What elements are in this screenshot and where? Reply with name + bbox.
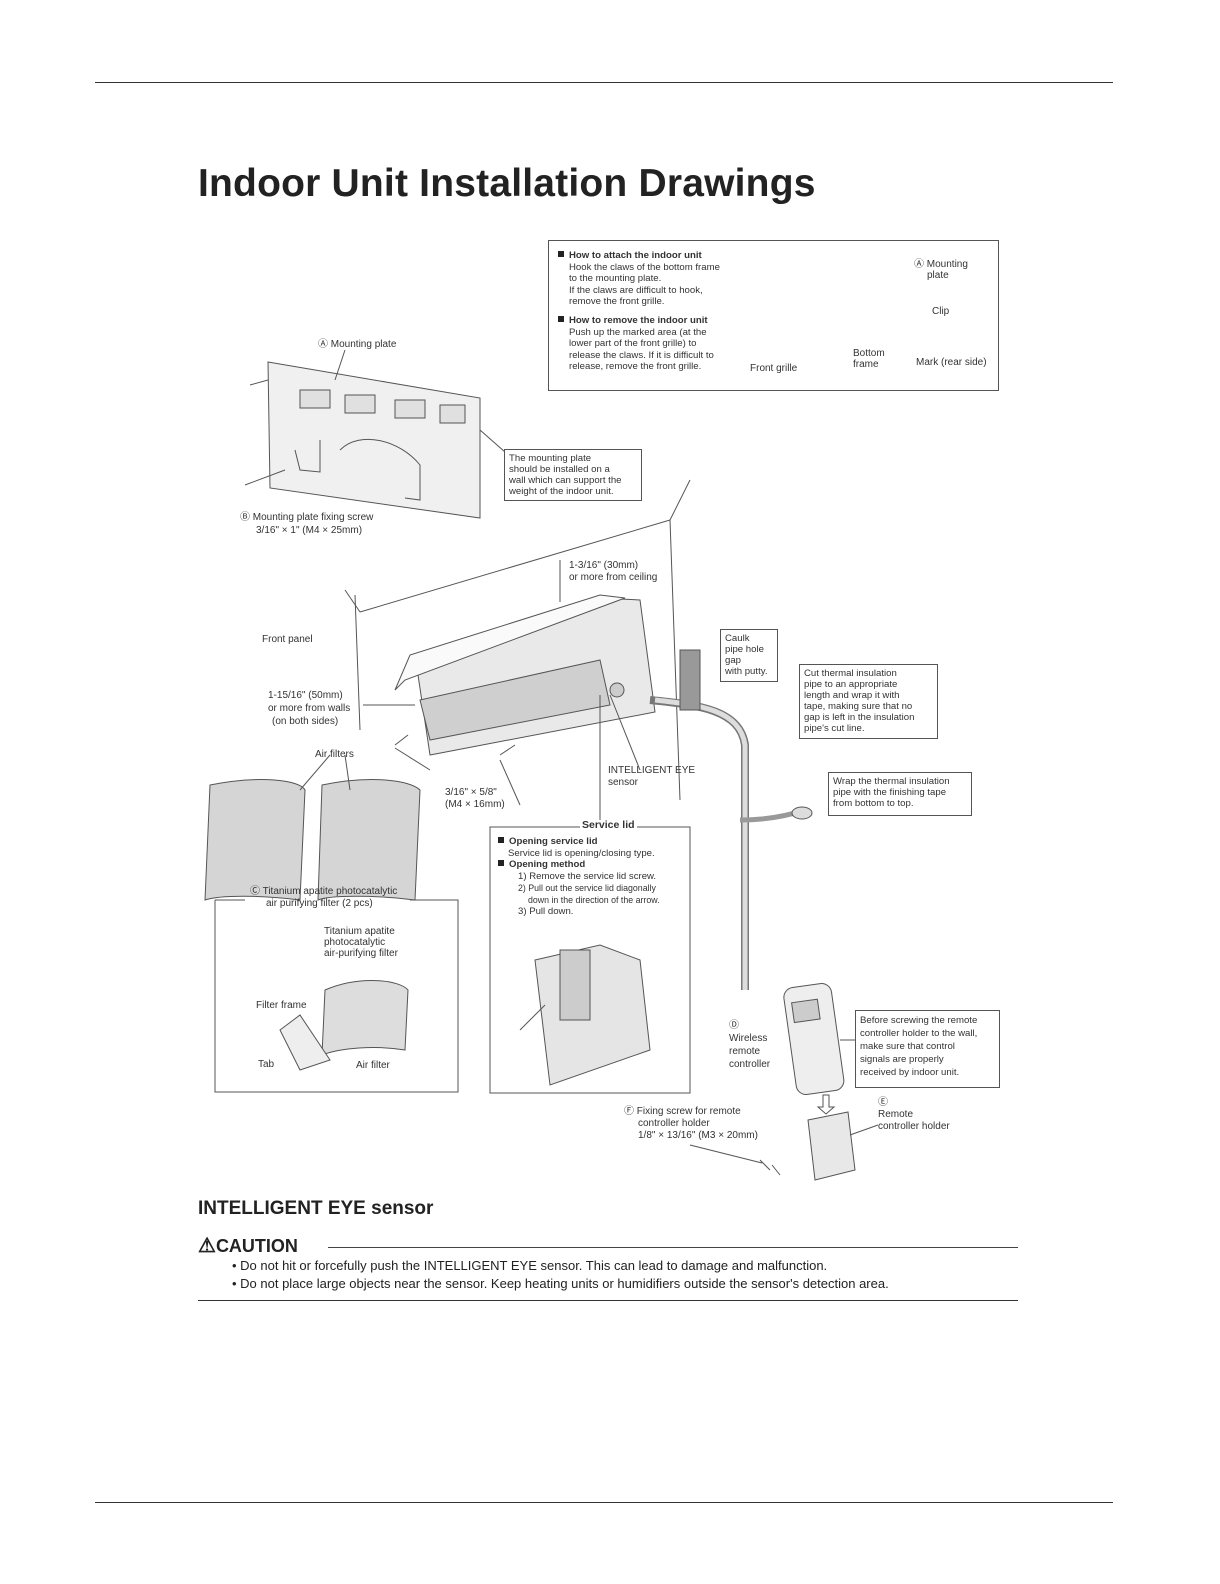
bottom-rule — [95, 1502, 1113, 1503]
attach-heading: How to attach the indoor unit — [558, 250, 758, 262]
square-bullet-icon — [498, 860, 504, 867]
remote-holder-note: Before screwing the remote controller ho… — [855, 1010, 1000, 1088]
caution-bullet-2: • Do not place large objects near the se… — [232, 1276, 889, 1291]
service-lid-heading-1: Opening service lid — [498, 836, 660, 848]
wrap-insulation-note: Wrap the thermal insulation pipe with th… — [828, 772, 972, 816]
square-bullet-icon — [558, 251, 564, 257]
remote-fix-screw-label: Ⓕ Fixing screw for remote controller hol… — [624, 1106, 758, 1141]
wall-clearance-note: or more from walls — [268, 703, 351, 714]
filter-caption-2: air purifying filter (2 pcs) — [266, 898, 373, 909]
service-lid-heading-2: Opening method — [498, 859, 660, 871]
ceiling-clearance: 1-3/16" (30mm) — [569, 560, 639, 571]
service-lid-step: 2) Pull out the service lid diagonally — [518, 882, 656, 893]
attach-line: to the mounting plate. — [569, 273, 662, 285]
service-lid-step: down in the direction of the arrow. — [528, 894, 660, 905]
remove-heading: How to remove the indoor unit — [558, 315, 758, 327]
air-filters-label: Air filters — [315, 749, 354, 760]
attach-line: remove the front grille. — [569, 296, 665, 308]
caution-rule — [328, 1247, 1018, 1248]
square-bullet-icon — [558, 315, 564, 322]
air-filter-label: Air filter — [356, 1060, 390, 1071]
service-lid-title: Service lid — [580, 819, 637, 831]
intelligent-eye-label: INTELLIGENT EYE — [608, 765, 696, 776]
fixing-screw-size: 3/16" × 1" (M4 × 25mm) — [256, 525, 363, 536]
square-bullet-icon — [498, 837, 504, 843]
fixing-screw-label: Ⓑ Mounting plate fixing screw — [240, 512, 374, 523]
caution-bottom-rule — [198, 1300, 1018, 1301]
top-rule — [95, 82, 1113, 83]
unit-screw-metric: (M4 × 16mm) — [445, 799, 505, 810]
wireless-remote-label: Ⓓ Wireless remote controller — [729, 1020, 771, 1070]
intelligent-eye-sensor-label: sensor — [608, 777, 639, 788]
service-lid-desc: Service lid is opening/closing type. — [508, 847, 655, 859]
attach-front-grille-label: Front grille — [750, 363, 798, 374]
caution-heading: ⚠CAUTION — [198, 1235, 298, 1257]
remove-line: release the claws. If it is difficult to — [569, 349, 714, 361]
mounting-plate-label: Ⓐ Mounting plate — [318, 339, 397, 350]
attach-clip-label: Clip — [932, 306, 950, 317]
front-panel-label: Front panel — [262, 634, 313, 645]
attach-frame-label: frame — [853, 359, 879, 370]
attach-line: If the claws are difficult to hook, — [569, 284, 703, 296]
attach-instructions-box: How to attach the indoor unit Hook the c… — [548, 240, 999, 391]
service-lid-step: 1) Remove the service lid screw. — [518, 871, 657, 883]
service-lid-text: Opening service lid Service lid is openi… — [498, 836, 660, 918]
caution-bullet-1: • Do not hit or forcefully push the INTE… — [232, 1258, 828, 1273]
warning-triangle-icon: ⚠ — [198, 1235, 216, 1257]
page-title: Indoor Unit Installation Drawings — [198, 162, 816, 205]
remote-holder-label: Ⓔ Remote controller holder — [878, 1097, 950, 1132]
caulk-note: Caulk pipe hole gap with putty. — [720, 629, 778, 682]
attach-bottom-label: Bottom — [853, 348, 885, 359]
remove-line: lower part of the front grille) to — [569, 338, 697, 350]
service-lid-step: 3) Pull down. — [518, 906, 574, 918]
filter-caption: Ⓒ Titanium apatite photocatalytic — [250, 886, 398, 897]
mounting-plate-note: The mounting plate should be installed o… — [504, 449, 642, 501]
tab-label: Tab — [258, 1059, 275, 1070]
wall-clearance-sides: (on both sides) — [272, 716, 339, 727]
attach-mounting-label: Ⓐ Mounting — [914, 259, 968, 270]
attach-plate-label: plate — [927, 270, 949, 281]
ceiling-clearance-note: or more from ceiling — [569, 572, 658, 583]
attach-line: Hook the claws of the bottom frame — [569, 261, 720, 273]
remove-line: release, remove the front grille. — [569, 361, 702, 373]
cut-insulation-note: Cut thermal insulation pipe to an approp… — [799, 664, 938, 739]
wall-clearance: 1-15/16" (50mm) — [268, 690, 343, 701]
sensor-section-title: INTELLIGENT EYE sensor — [198, 1198, 434, 1219]
remove-line: Push up the marked area (at the — [569, 326, 707, 338]
attach-mark-label: Mark (rear side) — [916, 357, 987, 368]
unit-screw-size: 3/16" × 5/8" — [445, 787, 497, 798]
ti-filter-label: Titanium apatite photocatalytic air-puri… — [324, 926, 398, 959]
filter-frame-label: Filter frame — [256, 1000, 307, 1011]
